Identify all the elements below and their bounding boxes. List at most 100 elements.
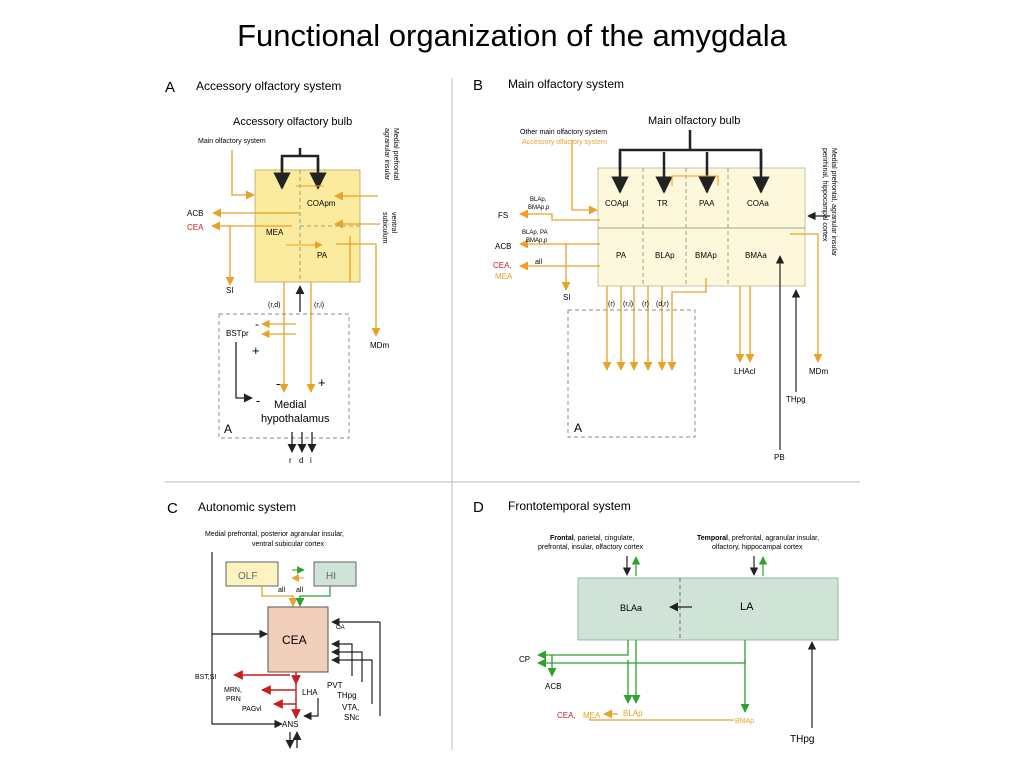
la-to-cp	[537, 640, 746, 668]
pagvl-label: PAGvl	[242, 706, 262, 713]
acb-label-b: ACB	[495, 242, 511, 251]
cortex-to-ans	[211, 634, 283, 729]
medial-label: Medial	[274, 399, 306, 411]
panel-a: A Accessory olfactory system Accessory o…	[165, 79, 399, 465]
bulb-projection-a	[280, 148, 320, 170]
b-label-dr: (d,r)	[656, 301, 669, 308]
thpg-label-c: THpg	[337, 691, 357, 700]
bstpr-label: BSTpr	[226, 329, 249, 338]
lha-to-ans	[303, 698, 319, 721]
la-label: LA	[740, 601, 754, 613]
cea-label-c: CEA	[282, 633, 307, 647]
amygdala-b-box	[597, 167, 806, 287]
blap-label-d: BLAp	[623, 709, 643, 718]
mea-label-b: MEA	[495, 272, 513, 281]
cea-label-d: CEA,	[557, 711, 576, 720]
lha-label: LHA	[302, 688, 318, 697]
box-b-letter: A	[574, 421, 582, 435]
b-label-ri: (r,i)	[623, 301, 633, 308]
panel-c-heading: Autonomic system	[198, 500, 296, 514]
panel-c-top-line1: Medial prefrontal, posterior agranular i…	[205, 531, 344, 538]
blap-pa-note-1: BLAp, PA	[522, 230, 548, 236]
snc-label: SNc	[344, 713, 359, 722]
slide-title: Functional organization of the amygdala	[237, 18, 787, 53]
bstsi-label: BST,SI	[195, 674, 216, 681]
blaa-label: BLAa	[620, 603, 642, 613]
bstpr-to-hypothalamus	[235, 342, 253, 403]
panel-a-heading: Accessory olfactory system	[196, 79, 341, 93]
other-main-olfactory-label: Other main olfactory system	[520, 129, 607, 136]
acb-label-d: ACB	[545, 682, 561, 691]
accessory-olfactory-bulb-label: Accessory olfactory bulb	[233, 116, 352, 128]
bmap-to-cea	[589, 718, 734, 721]
box-to-fs	[519, 209, 600, 221]
panel-a-letter: A	[165, 79, 175, 96]
cea-label-b: CEA,	[493, 261, 512, 270]
hi-box	[313, 561, 357, 587]
svg-text:Medial prefrontal, agranular i: Medial prefrontal, agranular insular	[830, 148, 837, 257]
right-cortex-label-b: Medial prefrontal, agranular insular per…	[821, 148, 837, 257]
panel-b: B Main olfactory system Main olfactory b…	[473, 77, 837, 462]
panel-d: D Frontotemporal system Frontal, parieta…	[473, 499, 839, 745]
panel-c-top-line2: ventral subicular cortex	[252, 541, 324, 548]
bla-to-cp	[537, 640, 629, 660]
label-rd: (r,d)	[268, 302, 280, 309]
box-a-letter: A	[224, 422, 232, 436]
plus-sign-2: +	[318, 375, 326, 390]
paa-label: PAA	[699, 199, 715, 208]
label-si-a: SI	[226, 286, 234, 295]
main-olf-to-box	[231, 150, 255, 200]
prn-label: PRN	[226, 696, 241, 703]
other-to-box-b	[571, 140, 598, 215]
vta-to-cea	[331, 655, 373, 704]
output-d-label: d	[299, 456, 303, 465]
temporal-label-line2: olfactory, hippocampal cortex	[712, 544, 803, 551]
oa-label: OA	[336, 625, 345, 631]
svg-text:Medial prefrontal: Medial prefrontal	[392, 128, 399, 181]
all-label-b: all	[535, 259, 542, 266]
hi-to-cea	[295, 586, 331, 607]
olf-label: OLF	[238, 571, 257, 582]
pvt-label: PVT	[327, 681, 343, 690]
hypothalamus-box	[218, 313, 350, 439]
mdm-label-b: MDm	[809, 367, 828, 376]
coapm-label: COApm	[307, 199, 336, 208]
svg-text:ventral: ventral	[390, 212, 397, 233]
minus-sign-1: -	[255, 317, 259, 331]
main-olfactory-bulb-label: Main olfactory bulb	[648, 115, 740, 127]
tr-label: TR	[657, 199, 668, 208]
olf-box	[225, 561, 279, 587]
thpg-to-cea-c	[331, 647, 363, 682]
pb-label: PB	[774, 453, 785, 462]
panel-c-letter: C	[167, 500, 178, 517]
bla-la-box	[577, 577, 839, 641]
b-label-r2: (r)	[642, 301, 649, 308]
label-ri: (r,i)	[314, 302, 324, 309]
b-label-r1: (r)	[608, 301, 615, 308]
hi-label: HI	[326, 571, 336, 582]
svg-text:agranular insular: agranular insular	[383, 128, 390, 181]
temporal-label-line1: Temporal, prefrontal, agranular insular,	[697, 535, 819, 542]
internal-loop-b	[671, 175, 719, 186]
prefrontal-insular-label-a: Medial prefrontal agranular insular	[383, 128, 399, 181]
mrn-label: MRN,	[224, 687, 242, 694]
frontal-label-line2: prefrontal, insular, olfactory cortex	[538, 544, 644, 551]
frontal-label-line1: Frontal, parietal, cingulate,	[550, 535, 634, 542]
main-olfactory-system-label: Main olfactory system	[198, 138, 266, 145]
box-a-outline-b	[567, 309, 696, 438]
cp-label: CP	[519, 655, 530, 664]
blap-pa-note-2: BMAp,p	[526, 238, 548, 244]
panel-b-heading: Main olfactory system	[508, 77, 624, 91]
si-label-b: SI	[563, 293, 571, 302]
thpg-label-d: THpg	[790, 734, 814, 745]
bmap-to-b-down	[667, 278, 707, 371]
panel-d-heading: Frontotemporal system	[508, 499, 631, 513]
pa-label-b: PA	[616, 251, 627, 260]
blap-label-b: BLAp	[655, 251, 675, 260]
all-label-c1: all	[278, 587, 285, 594]
coapm-mea-link	[286, 185, 324, 245]
panel-d-letter: D	[473, 499, 484, 516]
coapl-label: COApl	[605, 199, 629, 208]
box-to-mdm-b	[790, 233, 823, 363]
